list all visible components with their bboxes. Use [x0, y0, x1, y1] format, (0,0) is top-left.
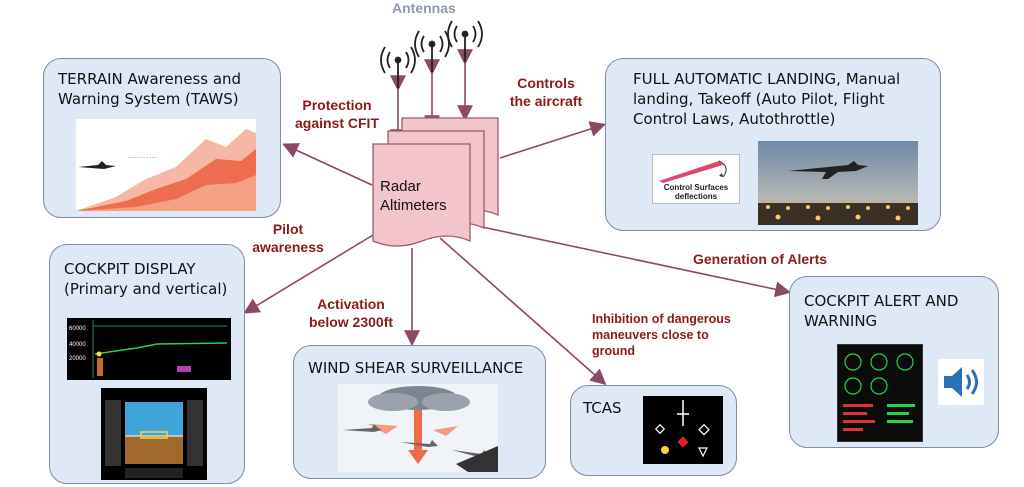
antenna-icon: [447, 20, 483, 62]
antenna-icon: [380, 46, 416, 88]
alert-warning-title: COCKPIT ALERT AND WARNING: [804, 292, 959, 330]
taws-title: TERRAIN Awareness and Warning System (TA…: [58, 70, 242, 108]
label-inhibition: Inhibition of dangerous maneuvers close …: [592, 312, 731, 358]
antenna-icon: [414, 30, 450, 72]
speaker-icon: [938, 359, 984, 405]
svg-text:20000: 20000: [69, 356, 86, 362]
wind-shear-image: [338, 384, 498, 472]
arrow-to-tcas: [439, 237, 607, 386]
tcas-title: TCAS: [583, 399, 622, 417]
arrow-to-landing: [499, 121, 607, 159]
wind-shear-title: WIND SHEAR SURVEILLANCE: [308, 359, 524, 377]
terrain-profile-image: - - - - - - - - - -: [76, 119, 256, 211]
radar-altimeter-stack: [372, 117, 499, 247]
arrow-to-cockpit-display: [243, 231, 379, 314]
label-pilot-awareness: Pilot awareness: [252, 221, 324, 255]
auto-landing-box: FULL AUTOMATIC LANDING, Manual landing, …: [605, 58, 941, 231]
antennas-label: Antennas: [392, 0, 456, 16]
svg-text:- - - - - - - - - -: - - - - - - - - - -: [128, 155, 157, 161]
alert-warning-box: COCKPIT ALERT AND WARNING: [789, 276, 999, 448]
svg-text:40000: 40000: [69, 342, 86, 348]
taws-box: TERRAIN Awareness and Warning System (TA…: [43, 58, 281, 218]
primary-flight-display-image: [101, 388, 207, 480]
cockpit-display-title: COCKPIT DISPLAY (Primary and vertical): [64, 260, 228, 298]
label-generation-alerts: Generation of Alerts: [692, 251, 828, 267]
label-activation: Activation below 2300ft: [308, 296, 394, 330]
radar-altimeters-label: Radar Altimeters: [380, 178, 447, 214]
cockpit-display-box: COCKPIT DISPLAY (Primary and vertical) 6…: [49, 244, 245, 484]
vertical-display-image: 60000 40000 20000: [67, 318, 231, 380]
arrow-to-taws: [282, 143, 373, 186]
tcas-box: TCAS: [570, 385, 737, 476]
wind-shear-box: WIND SHEAR SURVEILLANCE: [293, 345, 546, 479]
ecam-display-image: [837, 344, 923, 442]
label-protection-cfit: Protection against CFIT: [294, 97, 379, 131]
label-controls-aircraft: Controls the aircraft: [509, 75, 583, 109]
tcas-display-image: [643, 396, 723, 464]
landing-aircraft-photo: [758, 141, 918, 225]
control-surfaces-inset: Control Surfaces deflections: [652, 154, 740, 204]
auto-landing-title: FULL AUTOMATIC LANDING, Manual landing, …: [633, 70, 901, 128]
svg-text:60000: 60000: [69, 326, 86, 332]
arrow-to-alert: [481, 226, 792, 298]
